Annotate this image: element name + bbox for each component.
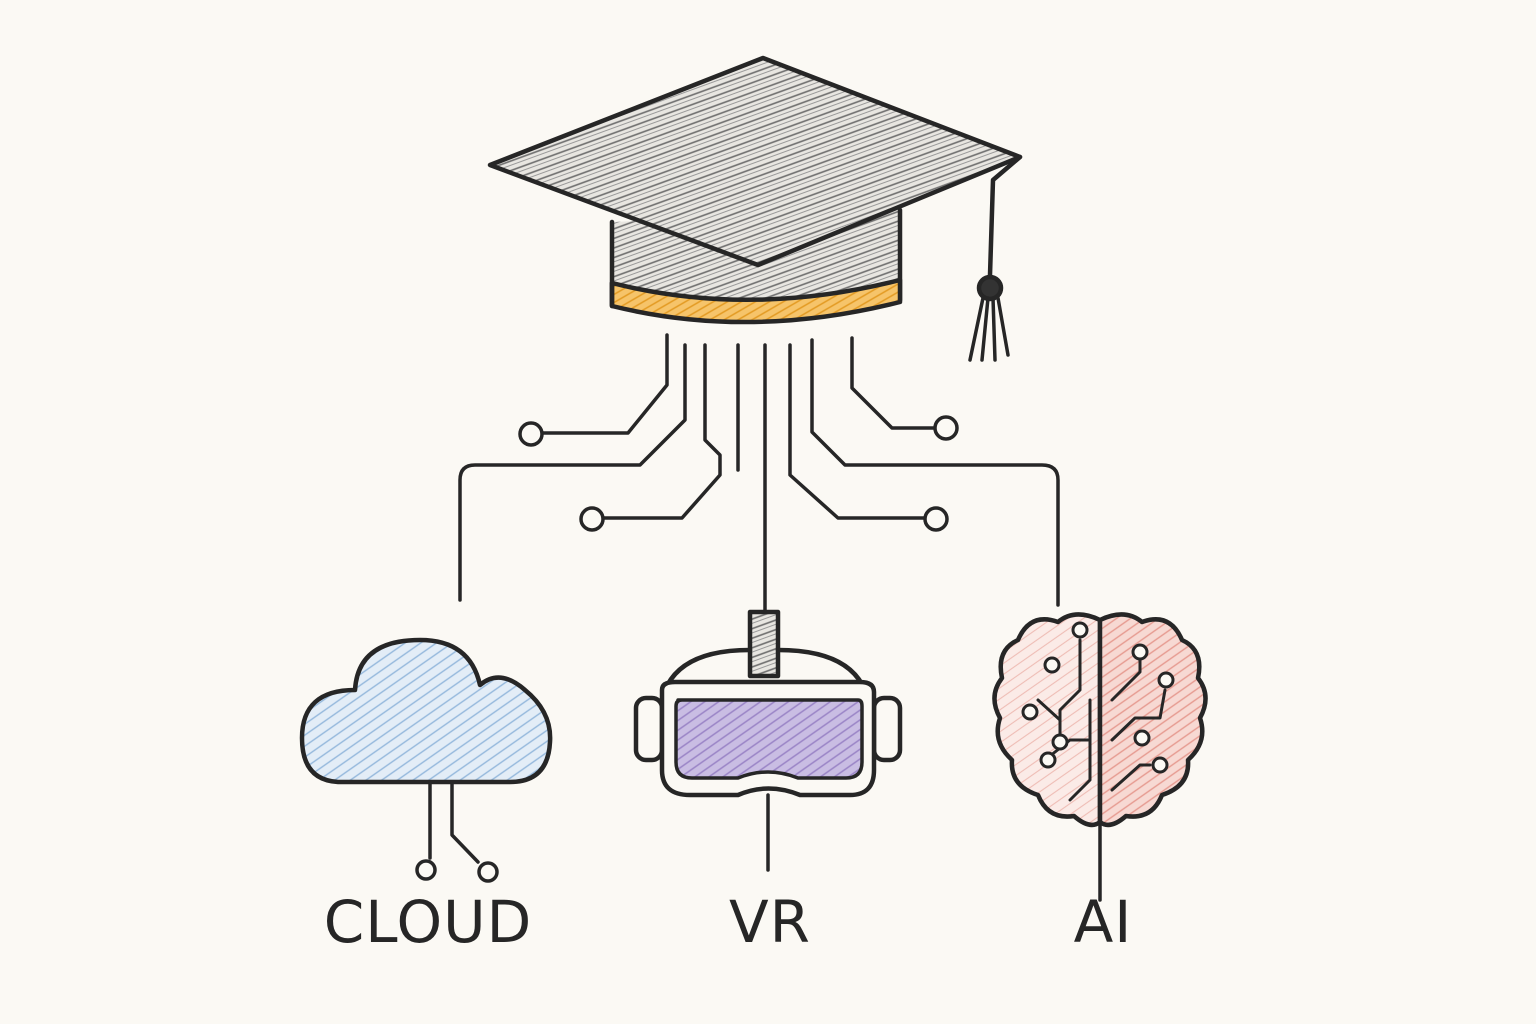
node-dot — [923, 506, 949, 532]
connector-stub — [601, 343, 722, 520]
label-cloud: CLOUD — [323, 888, 533, 956]
vr-headset-icon — [633, 609, 903, 872]
node-dot — [579, 506, 605, 532]
connector-stub — [540, 333, 669, 435]
circuit-connectors — [458, 333, 1060, 612]
brain-circuit-icon — [992, 612, 1208, 902]
connector-stub — [788, 343, 927, 520]
node-dot — [518, 421, 544, 447]
node-dot — [933, 415, 959, 441]
connector-stub — [850, 336, 937, 430]
graduation-cap-icon — [487, 55, 1023, 362]
label-vr: VR — [729, 888, 811, 956]
connector-ai — [810, 338, 1060, 607]
connector-cloud — [458, 343, 687, 602]
cloud-icon — [299, 637, 553, 883]
label-ai: AI — [1073, 888, 1133, 956]
